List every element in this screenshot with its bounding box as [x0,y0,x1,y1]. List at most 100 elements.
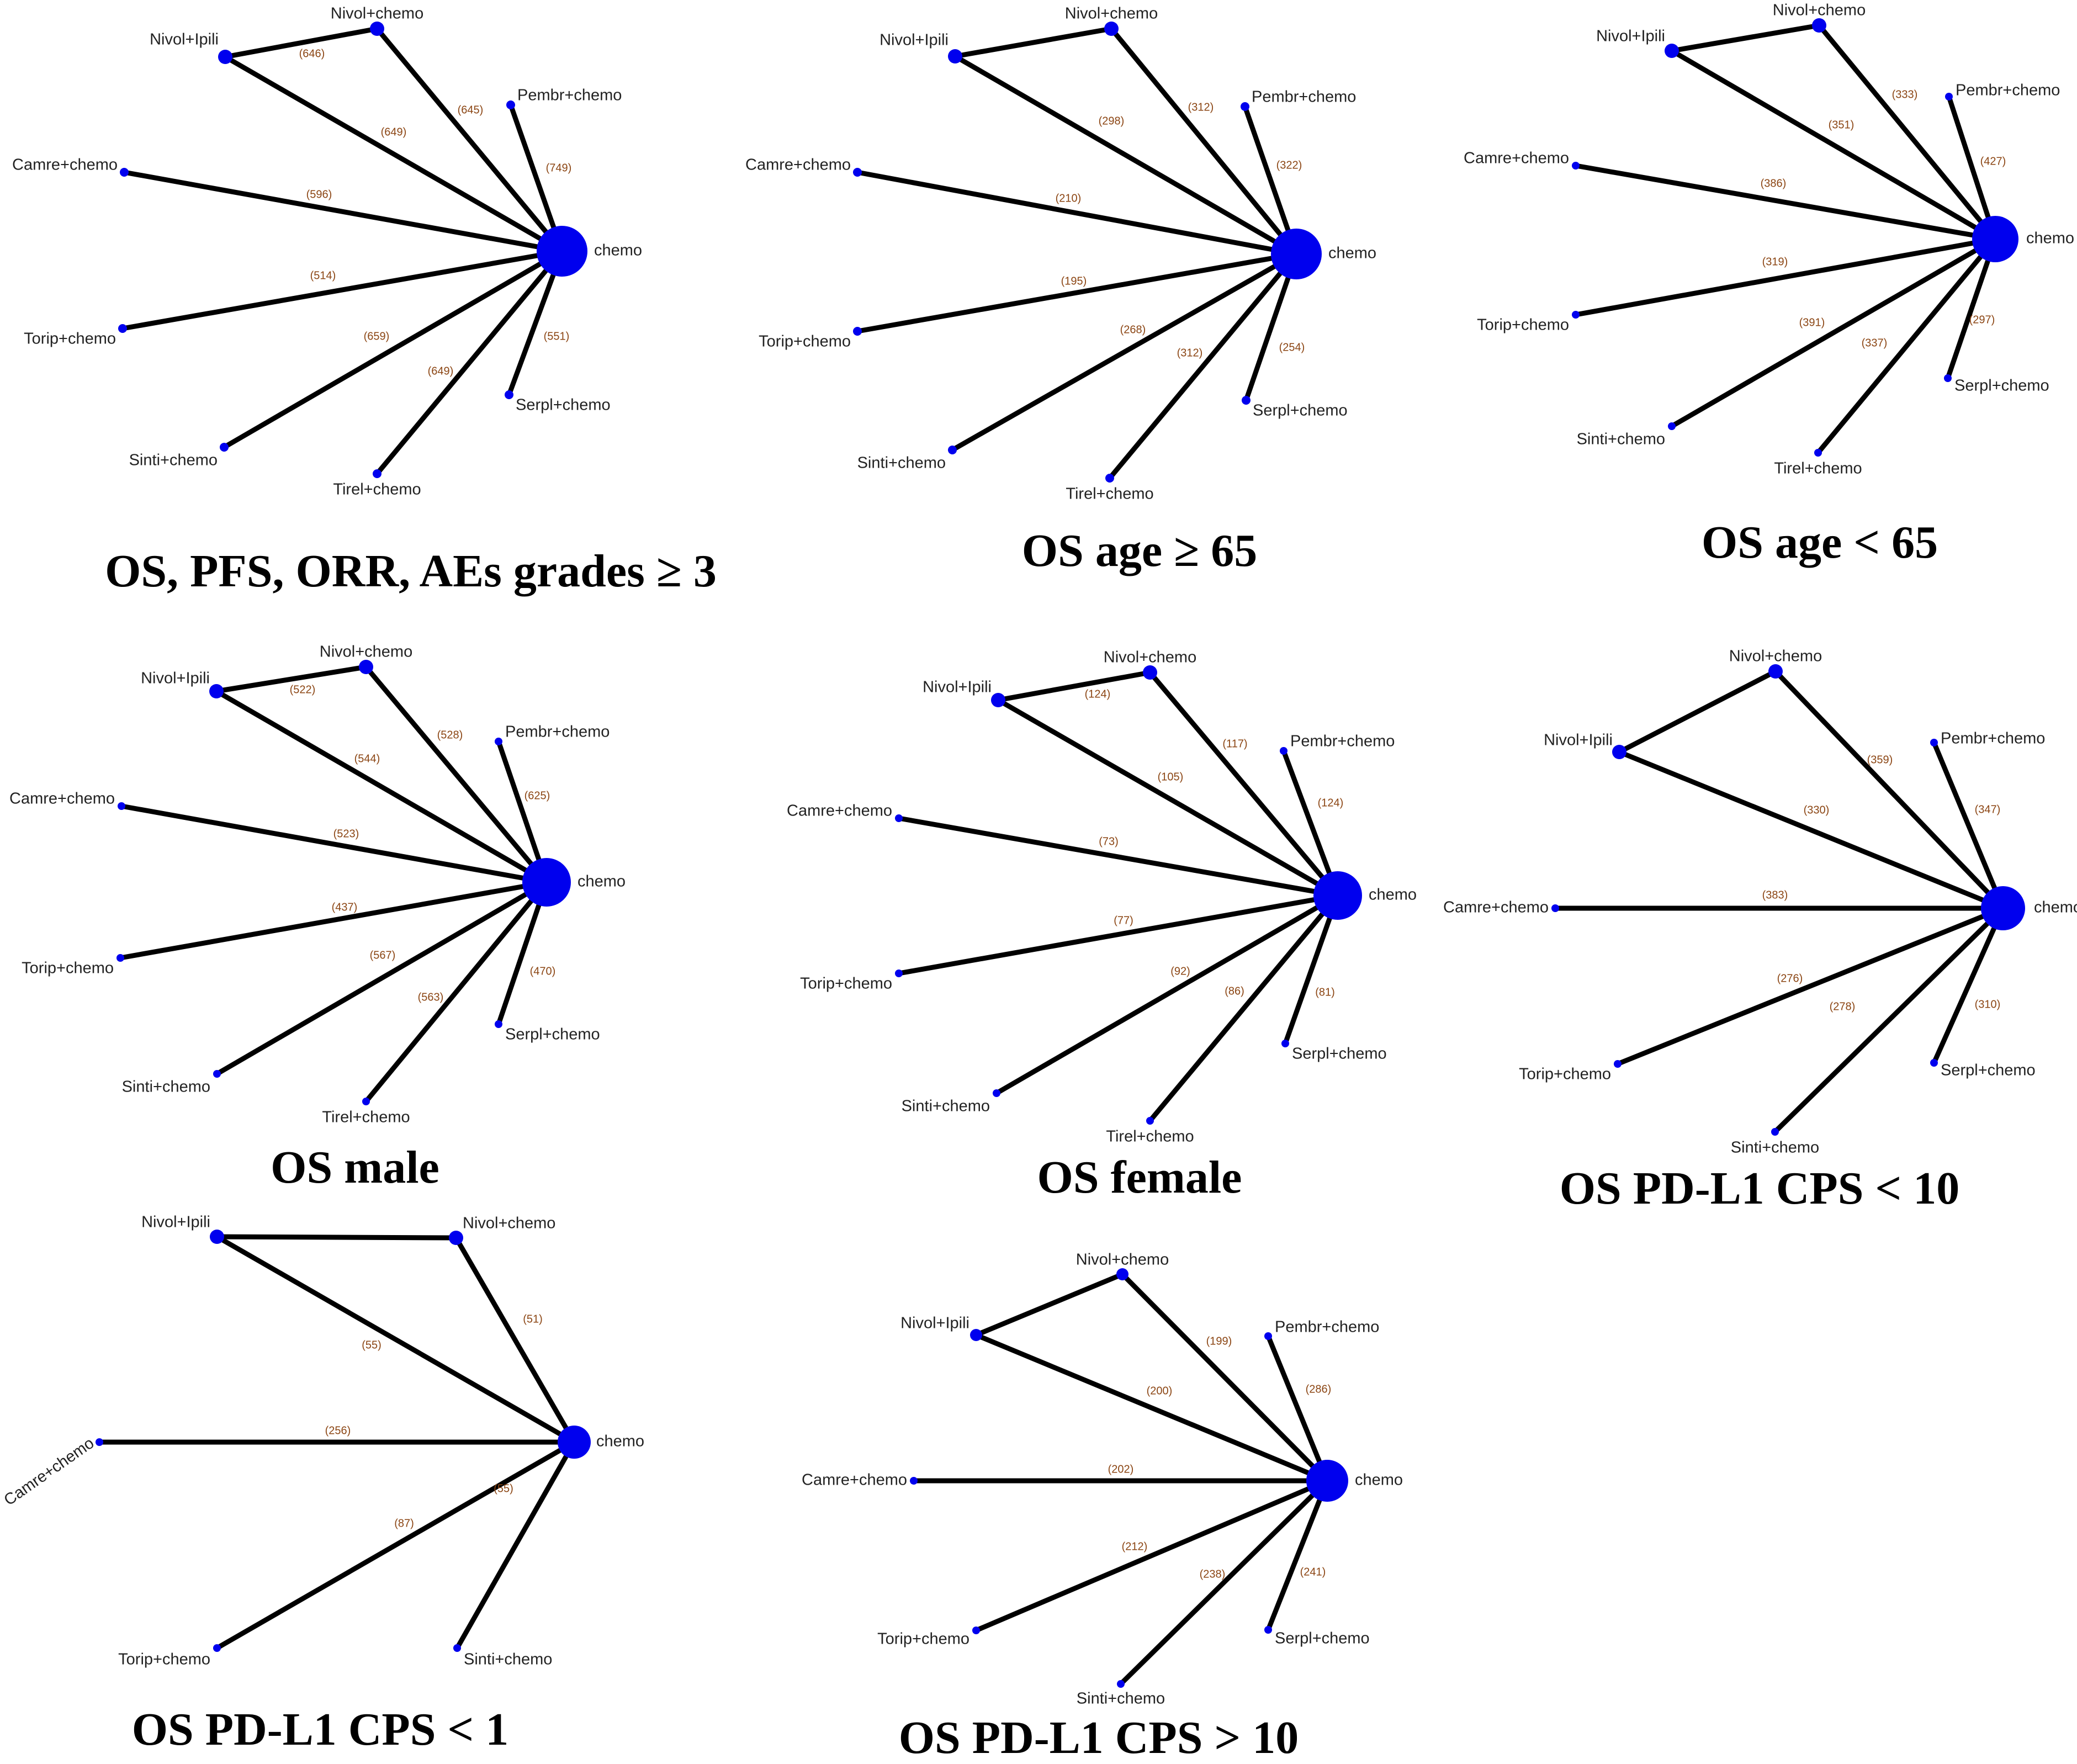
edge-sample-size-label: (391) [1799,316,1825,329]
treatment-node [1264,1626,1272,1634]
comparison-edge [952,26,1114,59]
treatment-label: Pembr+chemo [1941,730,2045,748]
comparison-edge [950,251,1299,453]
network-panel: OS age ≥ 65 (298)(312)(322)(210)(195)(26… [745,5,1376,576]
edge-sample-size-label: (333) [1892,88,1918,100]
edge-sample-size-label: (254) [1279,341,1305,353]
treatment-label: Nivol+chemo [331,5,423,23]
edge-sample-size-label: (55) [494,1482,513,1495]
treatment-node [118,802,125,810]
comparison-edge [1281,748,1340,898]
comparison-edge [1617,749,2006,911]
edge-sample-size-label: (427) [1980,155,2006,167]
treatment-node [1572,162,1580,169]
treatment-label: Camre+chemo [1,1434,98,1509]
edge-sample-size-label: (73) [1099,835,1119,847]
treatment-label: Serpl+chemo [1292,1045,1387,1063]
treatment-node [1972,216,2018,262]
treatment-label: Nivol+chemo [1729,648,1822,665]
comparison-edge [896,893,1340,976]
treatment-label: Torip+chemo [1519,1066,1611,1083]
edge-sample-size-label: (81) [1315,986,1335,998]
treatment-node [1146,1117,1154,1125]
treatment-label: Serpl+chemo [516,396,611,414]
edge-sample-size-label: (87) [394,1517,414,1529]
comparison-edge [1816,23,1998,242]
treatment-node [362,1098,370,1105]
treatment-label: Tirel+chemo [1774,460,1862,478]
edge-sample-size-label: (77) [1114,914,1133,926]
edge-sample-size-label: (437) [332,901,358,913]
treatment-label: Pembr+chemo [517,87,622,104]
comparison-edge [119,803,549,885]
treatment-label: Tirel+chemo [1066,485,1153,503]
treatment-node [220,443,229,452]
comparison-edge [496,739,549,885]
comparison-edge [1120,1272,1330,1484]
treatment-label: Sinti+chemo [857,454,946,472]
edge-group [97,1234,577,1651]
comparison-edge [1815,236,1998,455]
comparison-edge [214,1439,577,1651]
edge-sample-size-label: (105) [1158,771,1184,783]
edge-sample-size-label: (199) [1206,1335,1232,1347]
network-panel: OS PD-L1 CPS < 1 (55)(51)(256)(87)(55)ch… [1,1214,644,1755]
treatment-label: Nivol+Ipili [141,1214,210,1231]
edge-sample-size-label: (528) [437,729,463,741]
edge-sample-size-label: (563) [418,991,444,1003]
treatment-label: Torip+chemo [1477,316,1569,334]
comparison-edge [855,251,1299,334]
edge-sample-size-label: (649) [381,126,407,138]
treatment-node [1768,664,1783,679]
treatment-node [453,1644,461,1652]
comparison-edge [1242,104,1299,257]
edge-sample-size-label: (337) [1862,337,1888,349]
edge-sample-size-label: (646) [299,47,325,60]
treatment-node [449,1231,463,1245]
edge-sample-size-label: (210) [1056,192,1082,204]
panel-caption: OS female [1037,1152,1242,1203]
treatment-label: Nivol+chemo [320,643,412,661]
treatment-label: Sinti+chemo [129,452,218,469]
treatment-node [972,1627,980,1634]
treatment-label: Nivol+chemo [463,1215,555,1232]
comparison-edge [374,26,565,254]
edge-sample-size-label: (659) [364,330,390,342]
edge-group [1553,669,2006,1135]
edge-group [120,26,565,476]
treatment-node [910,1477,918,1485]
edge-sample-size-label: (297) [1969,314,1995,326]
treatment-label: Nivol+chemo [1104,649,1196,666]
treatment-node [1280,747,1287,755]
comparison-edge [1669,48,1998,242]
treatment-node [1771,1128,1779,1136]
edge-sample-size-label: (359) [1867,754,1893,766]
treatment-node [993,1089,1000,1097]
comparison-edge [118,880,549,961]
treatment-node [116,954,124,962]
comparison-edge [222,26,380,60]
panel-caption: OS age ≥ 65 [1022,525,1257,576]
edge-sample-size-label: (312) [1177,347,1203,359]
treatment-label: Camre+chemo [802,1471,907,1489]
edge-sample-size-label: (238) [1200,1568,1226,1580]
treatment-label: chemo [577,873,626,891]
comparison-edge [214,1234,459,1241]
treatment-node [218,50,232,64]
treatment-label: Pembr+chemo [1252,88,1356,106]
treatment-label: Nivol+Ipili [900,1315,969,1332]
edge-sample-size-label: (51) [523,1313,543,1325]
edge-sample-size-label: (200) [1147,1385,1173,1397]
comparison-edge [214,664,369,694]
treatment-label: Serpl+chemo [505,1026,600,1043]
treatment-label: chemo [594,242,642,259]
treatment-node [120,168,129,177]
edge-sample-size-label: (514) [310,269,336,282]
treatment-label: chemo [2026,230,2074,247]
edge-group [118,664,549,1104]
edge-sample-size-label: (55) [362,1339,382,1351]
treatment-label: Camre+chemo [1443,899,1549,917]
edge-sample-size-label: (523) [333,828,359,840]
treatment-label: Nivol+chemo [1065,5,1158,23]
